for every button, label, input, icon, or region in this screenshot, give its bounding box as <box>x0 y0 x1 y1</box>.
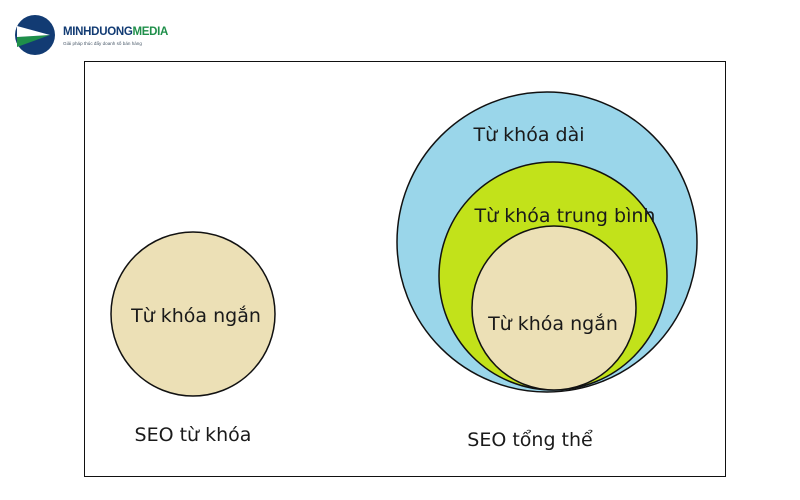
short-keyword-label-right: Từ khóa ngắn <box>487 312 618 335</box>
seo-keyword-caption: SEO từ khóa <box>135 424 252 446</box>
short-keyword-label-left: Từ khóa ngắn <box>130 304 261 327</box>
logo-mark-icon <box>15 15 55 55</box>
seo-overall-caption: SEO tổng thể <box>467 429 593 451</box>
medium-keyword-label: Từ khóa trung bình <box>474 205 656 227</box>
brand-logo[interactable]: MINHDUONGMEDIA Giải pháp thúc đẩy doanh … <box>14 14 214 58</box>
logo-name: MINHDUONGMEDIA <box>63 26 168 38</box>
logo-name-primary: MINHDUONG <box>63 26 133 38</box>
logo-name-accent: MEDIA <box>132 26 169 38</box>
short-keyword-circle-left <box>110 231 276 397</box>
short-keyword-circle-right <box>471 225 637 391</box>
long-keyword-label: Từ khóa dài <box>472 124 584 146</box>
logo-tagline: Giải pháp thúc đẩy doanh số bán hàng <box>63 41 142 46</box>
